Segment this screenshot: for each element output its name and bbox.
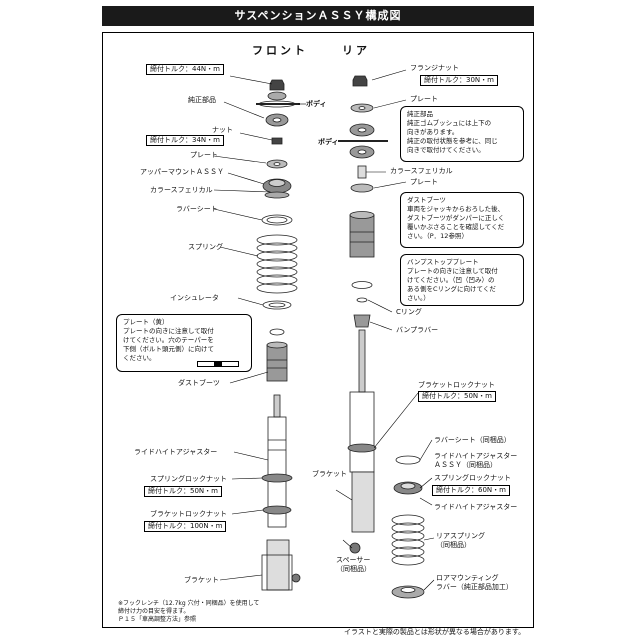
rear-rubber-sheet <box>395 455 421 465</box>
rear-spring-label: リアスプリング （同梱品） <box>436 532 485 549</box>
rear-body-label: ボディ <box>318 138 339 146</box>
page-title: サスペンションＡＳＳＹ構成図 <box>102 6 534 26</box>
rear-c-ring <box>356 297 368 303</box>
rear-dust-boot <box>349 211 375 258</box>
rear-dust-boot-note: ダストブーツ 車両をジャッキからおろした後、 ダストブーツがダンパーに正しく 覆… <box>400 192 524 248</box>
front-damper <box>261 394 301 591</box>
front-torque-top: 締付トルク：44N・m <box>146 64 224 75</box>
front-rubber-sheet-label: ラバーシート <box>176 205 218 213</box>
plate-orientation-icon <box>197 361 239 367</box>
front-upper-mount-label: アッパーマウントＡＳＳＹ <box>140 168 224 176</box>
rear-bump-rubber <box>353 314 371 328</box>
front-ride-height-label: ライドハイトアジャスター <box>134 448 218 456</box>
rear-spring <box>391 514 425 566</box>
front-dust-boot <box>266 341 288 382</box>
front-upper-mount <box>262 178 292 199</box>
front-torque-nut: 締付トルク：34N・m <box>146 135 224 146</box>
rear-bump-plate-note: バンプストッププレート プレートの向きに注意して取付 けてください。（凹（凹み）… <box>400 254 524 306</box>
front-spring-label: スプリング <box>188 243 223 251</box>
front-top-nut <box>269 79 285 91</box>
front-plate-note: プレート（黄） プレートの向きに注意して取付 けてください。穴のテーパーを 下側… <box>116 314 252 372</box>
diagram-frame <box>102 32 534 628</box>
front-spring <box>256 234 298 294</box>
front-genuine-parts-label: 純正部品 <box>188 96 216 104</box>
front-plate-label: プレート <box>190 151 218 159</box>
rear-ride-height-assy-label: ライドハイトアジャスター ＡＳＳＹ（同梱品） <box>434 452 518 469</box>
rear-collar-label: カラースフェリカル <box>390 167 453 175</box>
rear-flange-nut <box>352 75 368 87</box>
rear-damper <box>347 329 377 554</box>
front-torque-spring: 締付トルク：50N・m <box>144 486 222 497</box>
rear-c-ring-label: Cリング <box>396 308 422 316</box>
front-insulator <box>262 300 292 310</box>
footnote: ※フックレンチ（12.7kg 穴付・同梱品）を使用して 締付け力の目安を得ます。… <box>118 600 260 623</box>
rear-plate2 <box>350 183 374 193</box>
rear-bump-plate <box>351 281 373 289</box>
disclaimer: イラストと実際の製品とは形状が異なる場合があります。 <box>344 628 526 636</box>
rear-collar <box>357 165 367 179</box>
rear-bush-note: 純正部品 純正ゴムブッシュには上下の 向きがあります。 純正の取付状態を参考に、… <box>400 106 524 162</box>
rear-plate <box>350 103 374 113</box>
front-nut2 <box>271 137 283 145</box>
rear-lower-mount-label: ロアマウンティング ラバー（純正部品加工） <box>436 574 513 591</box>
front-dust-boot-label: ダストブーツ <box>178 379 220 387</box>
rear-torque-top: 締付トルク：30N・m <box>420 75 498 86</box>
front-collar-label: カラースフェリカル <box>150 186 213 194</box>
front-bracket-lock-nut-label: ブラケットロックナット <box>150 510 227 518</box>
rear-plate-label: プレート <box>410 95 438 103</box>
front-nut-label: ナット <box>212 126 233 134</box>
rear-bracket-lock-nut-label: ブラケットロックナット <box>418 381 495 389</box>
rear-lower-mount <box>391 585 425 599</box>
front-torque-bracket: 締付トルク：100N・m <box>144 521 227 532</box>
rear-bump-rubber-label: バンプラバー <box>396 326 439 334</box>
rear-spacer-label: スペーサー （同梱品） <box>336 556 371 573</box>
front-header: フロント <box>252 44 308 57</box>
rear-bush-lower <box>349 145 375 159</box>
front-insulator-label: インシュレータ <box>170 294 219 302</box>
rear-header: リア <box>342 44 370 57</box>
rear-spring-lock-nut-label: スプリングロックナット <box>434 474 511 482</box>
rear-rubber-sheet-label: ラバーシート（同梱品） <box>434 436 511 444</box>
rear-plate2-label: プレート <box>410 178 438 186</box>
rear-ride-height-label: ライドハイトアジャスター <box>434 503 518 511</box>
front-rubber-sheet <box>261 214 293 226</box>
rear-bracket-label: ブラケット <box>312 470 347 478</box>
rear-bush-upper <box>349 123 375 137</box>
front-genuine-bush <box>265 91 289 127</box>
rear-torque-bracket: 締付トルク：50N・m <box>418 391 496 402</box>
rear-flange-nut-label: フランジナット <box>410 64 459 72</box>
front-bracket-label: ブラケット <box>184 576 219 584</box>
front-body-washer <box>256 100 300 108</box>
rear-adjuster <box>393 481 423 495</box>
rear-torque-spring: 締付トルク：60N・m <box>432 485 510 496</box>
front-spring-lock-nut-label: スプリングロックナット <box>150 475 227 483</box>
front-plate <box>266 159 288 169</box>
front-body-label: ボディ <box>306 100 327 108</box>
front-plate-yellow <box>269 328 285 336</box>
